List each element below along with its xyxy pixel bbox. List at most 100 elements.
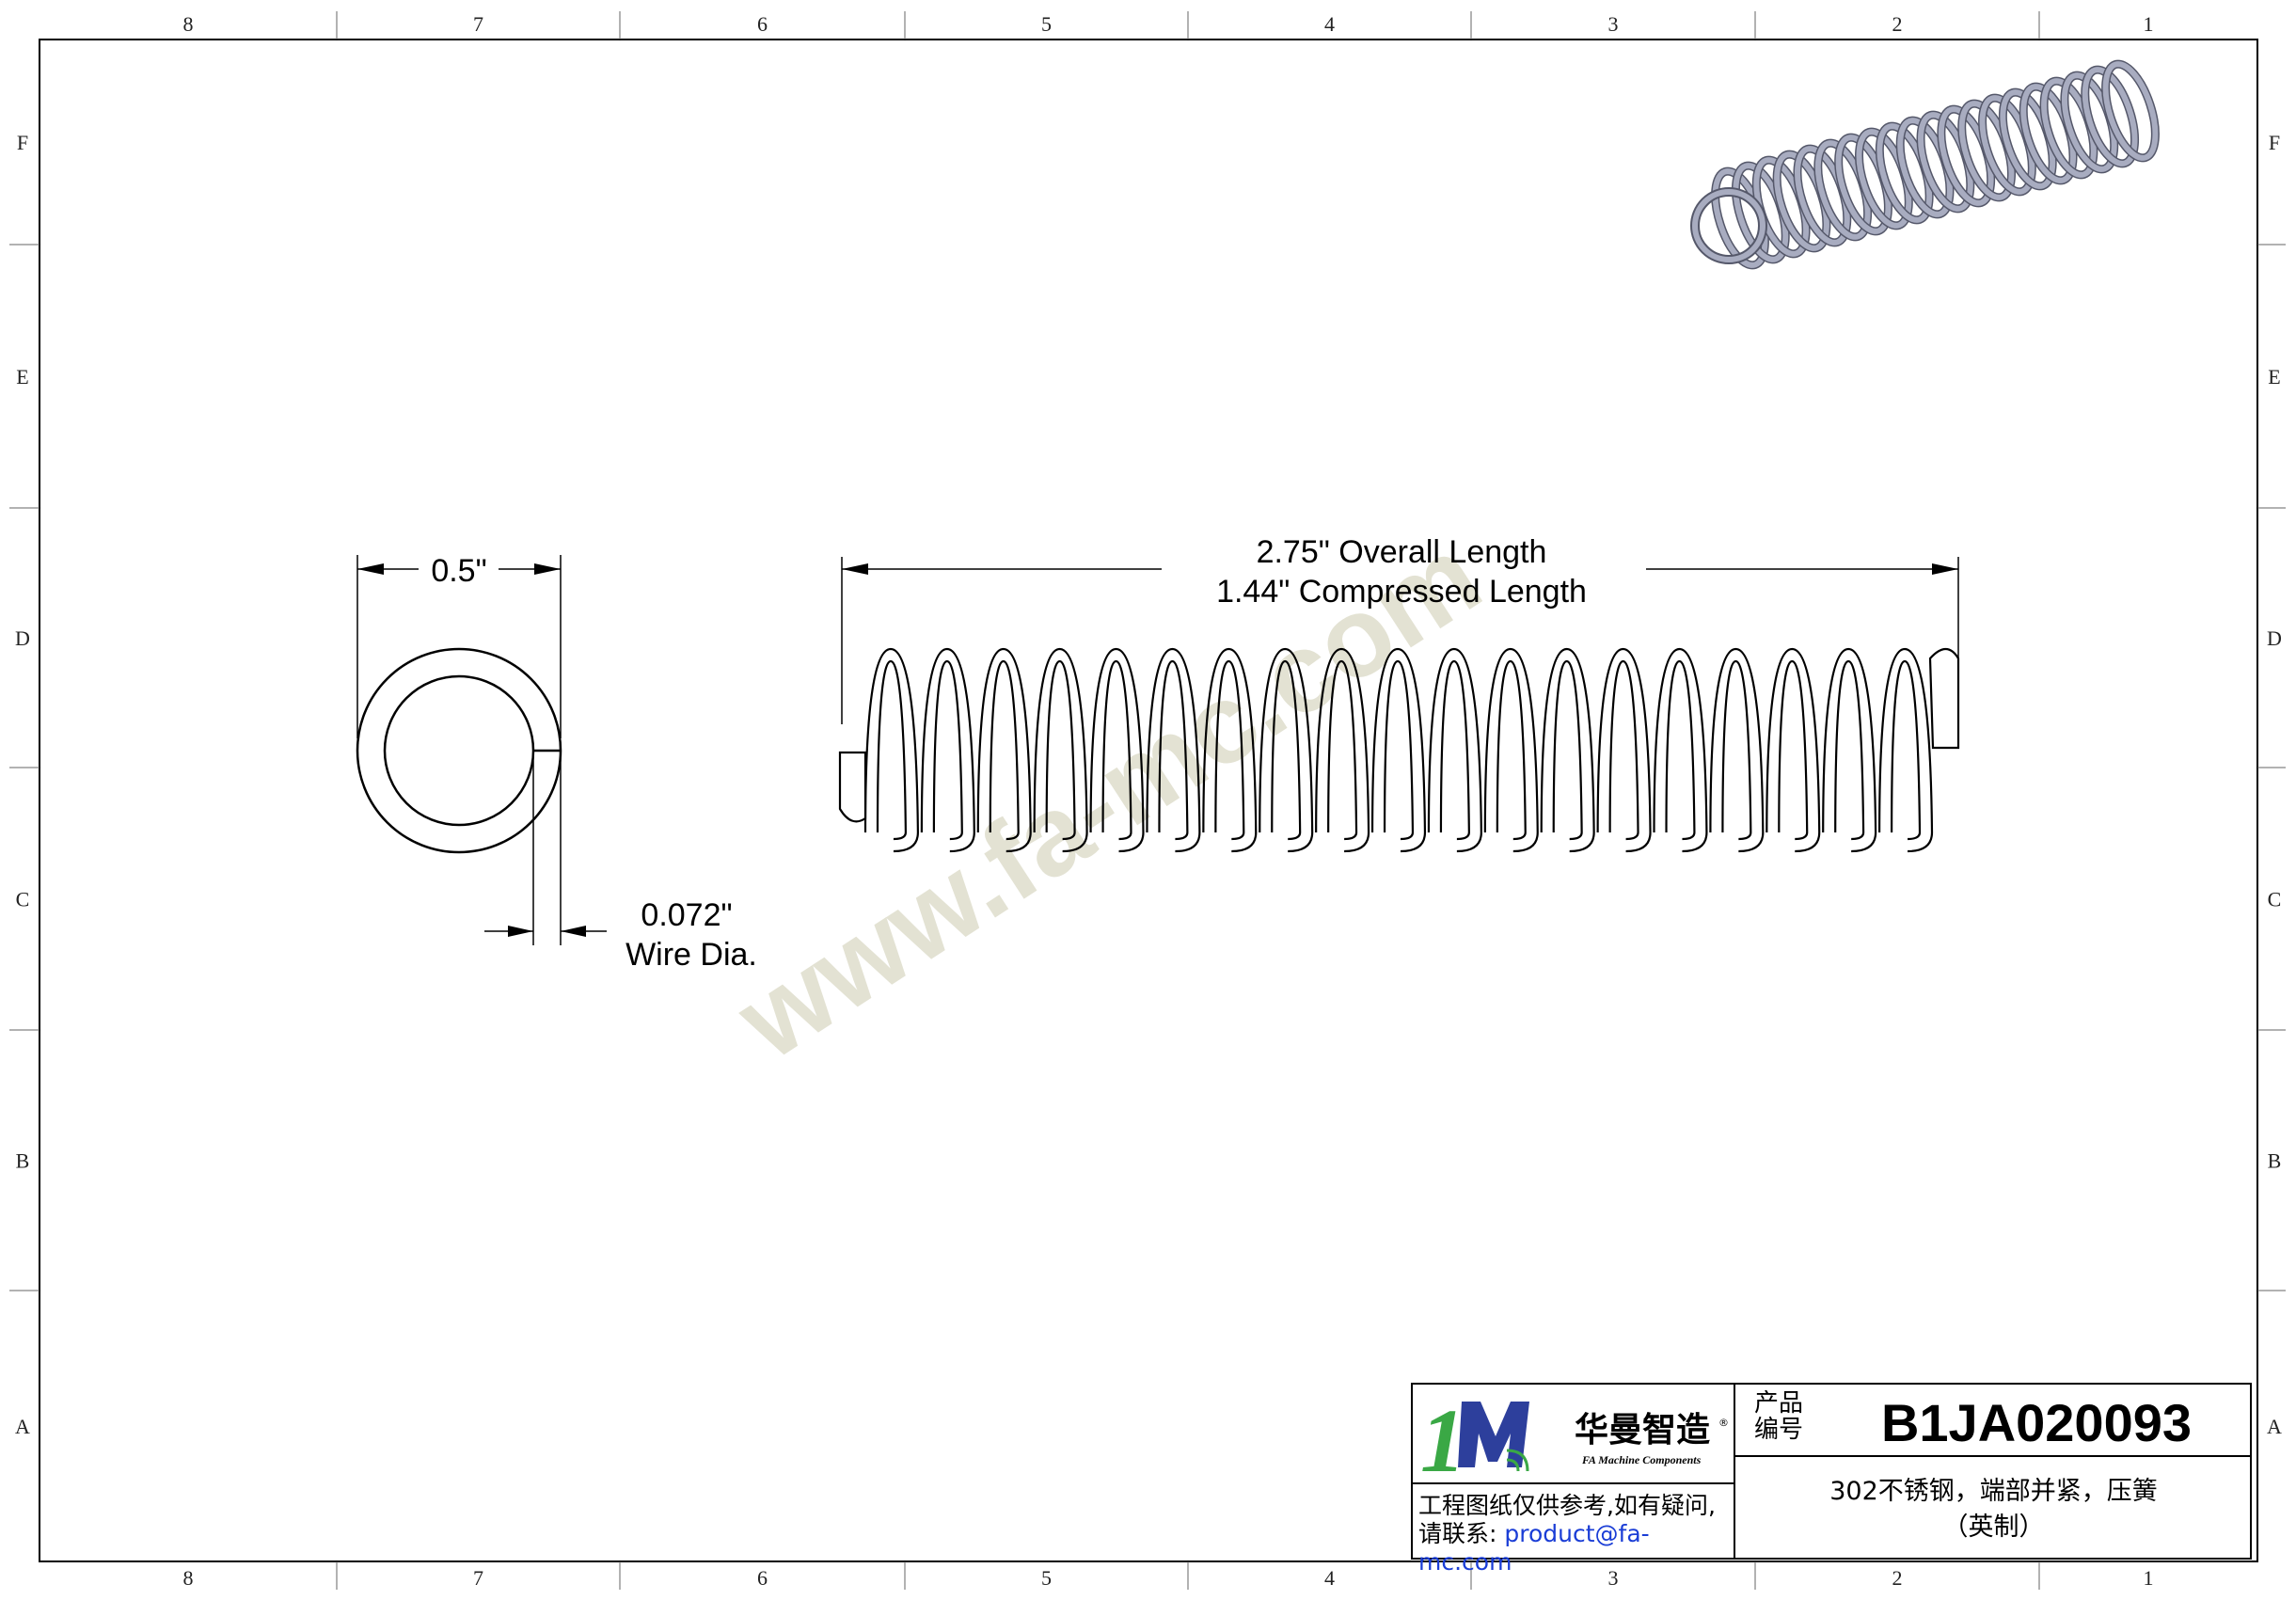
logo-chinese-name: 华曼智造 — [1575, 1411, 1710, 1450]
registered-icon: ® — [1718, 1417, 1729, 1429]
zone-column-label-top: 2 — [1892, 12, 1903, 36]
coil-outer — [920, 647, 975, 853]
coil-inner — [1271, 659, 1302, 841]
coil-outer — [1653, 647, 1708, 853]
coil-outer — [1089, 647, 1145, 853]
coil-inner — [1439, 659, 1470, 841]
zone-row-label-left: F — [17, 131, 28, 154]
logo-digit: 1 — [1420, 1390, 1465, 1482]
zone-column-label-top: 3 — [1608, 12, 1619, 36]
part-description-cell: 302不锈钢，端部并紧，压簧 （英制） — [1735, 1457, 2252, 1560]
note-line-1: 工程图纸仅供参考,如有疑问, — [1418, 1492, 1716, 1519]
wire-dia-value: 0.072" — [641, 897, 732, 933]
coil-inner — [1778, 659, 1809, 841]
logo-english-name: FA Machine Components — [1581, 1453, 1702, 1466]
coil-inner — [1721, 659, 1752, 841]
coil-inner — [1665, 659, 1696, 841]
zone-row-label-right: A — [2267, 1415, 2282, 1438]
isometric-spring-view — [1690, 59, 2160, 270]
coil-outer — [1370, 647, 1427, 853]
zone-row-label-left: B — [16, 1149, 30, 1173]
part-number-cell: 产品编号 B1JA020093 — [1735, 1385, 2252, 1457]
coil-inner — [1214, 659, 1245, 841]
coil-outer — [1315, 647, 1370, 853]
end-view: 0.5" 0.072" Wire Dia. — [356, 553, 757, 973]
part-number-label: 产品编号 — [1754, 1389, 1804, 1444]
overall-length-label: 2.75" Overall Length — [1257, 534, 1547, 570]
zone-column-label-bottom: 2 — [1892, 1566, 1903, 1590]
coil-inner — [989, 659, 1020, 841]
logo-mark: 1 华曼智造 ® FA Machine Components — [1420, 1390, 1729, 1482]
coil-inner — [1552, 659, 1583, 841]
zone-column-label-bottom: 7 — [473, 1566, 483, 1590]
wifi-icon — [1506, 1458, 1520, 1472]
zone-column-label-bottom: 1 — [2144, 1566, 2154, 1590]
coil-outer — [1483, 647, 1539, 853]
coil-outer — [1146, 647, 1201, 853]
zone-column-label-top: 1 — [2144, 12, 2154, 36]
zone-column-label-bottom: 8 — [183, 1566, 194, 1590]
zone-row-label-right: E — [2268, 365, 2280, 388]
coil-outer — [1259, 647, 1314, 853]
disclaimer-note: 工程图纸仅供参考,如有疑问, 请联系: product@fa-mc.com — [1413, 1484, 1735, 1576]
coil-inner — [1608, 659, 1639, 841]
ring-outer — [356, 647, 562, 854]
spring-ground-end-right — [1928, 647, 1960, 750]
wire-arrow-left — [508, 926, 533, 937]
coil-outer — [1033, 647, 1088, 853]
zone-row-label-left: D — [15, 626, 30, 650]
coil-inner — [1383, 659, 1415, 841]
iso-coil — [2082, 67, 2138, 166]
length-arrow-right — [1932, 563, 1958, 575]
title-block: 1 华曼智造 ® FA Machine Components 工程图纸仅供参考,… — [1411, 1383, 2252, 1576]
zone-column-label-bottom: 6 — [757, 1566, 768, 1590]
drawing-frame — [39, 39, 2258, 1562]
coil-inner — [1327, 659, 1358, 841]
zone-column-label-top: 8 — [183, 12, 194, 36]
coil-inner — [1101, 659, 1132, 841]
coil-outer — [1596, 647, 1652, 853]
zone-row-label-left: A — [15, 1415, 30, 1438]
coil-outer — [1766, 647, 1821, 853]
description-line-1: 302不锈钢，端部并紧，压簧 — [1829, 1477, 2158, 1506]
coil-outer — [1427, 647, 1482, 853]
company-logo: 1 华曼智造 ® FA Machine Components — [1413, 1385, 1735, 1484]
coil-inner — [1834, 659, 1865, 841]
zone-row-label-right: C — [2268, 888, 2282, 911]
coil-inner — [1045, 659, 1076, 841]
coil-inner — [1158, 659, 1189, 841]
od-arrow-left — [357, 563, 384, 575]
zone-column-label-bottom: 4 — [1324, 1566, 1335, 1590]
zone-column-label-top: 7 — [473, 12, 483, 36]
coil-outer — [1878, 647, 1934, 853]
length-arrow-left — [842, 563, 868, 575]
note-prefix: 请联系: — [1418, 1520, 1497, 1547]
side-view: 2.75" Overall Length 1.44" Compressed Le… — [838, 534, 1960, 853]
od-dimension-label: 0.5" — [431, 553, 486, 589]
description-line-2: （英制） — [1942, 1513, 2045, 1542]
wire-dia-label: Wire Dia. — [625, 937, 757, 973]
spring-ground-end-left — [838, 751, 867, 823]
iso-end-ring — [1692, 189, 1766, 262]
logo-m-shape — [1458, 1402, 1529, 1467]
wire-arrow-right — [561, 926, 586, 937]
compressed-length-label: 1.44" Compressed Length — [1216, 574, 1587, 610]
contact-email-link[interactable]: product@fa-mc.com — [1418, 1520, 1650, 1576]
iso-coil — [2102, 61, 2159, 161]
zone-column-label-top: 5 — [1041, 12, 1052, 36]
coil-outer — [976, 647, 1032, 853]
coil-inner — [1891, 659, 1922, 841]
zone-row-label-right: B — [2268, 1149, 2282, 1173]
coil-outer — [1822, 647, 1877, 853]
zone-column-label-bottom: 5 — [1041, 1566, 1052, 1590]
zone-ticks — [9, 11, 2286, 1590]
coil-outer — [1709, 647, 1765, 853]
coil-inner — [876, 659, 907, 841]
zone-row-label-right: D — [2267, 626, 2282, 650]
coil-outer — [1202, 647, 1258, 853]
zone-row-label-left: C — [16, 888, 30, 911]
zone-column-label-top: 4 — [1324, 12, 1335, 36]
coil-inner — [932, 659, 963, 841]
coil-outer — [1540, 647, 1595, 853]
